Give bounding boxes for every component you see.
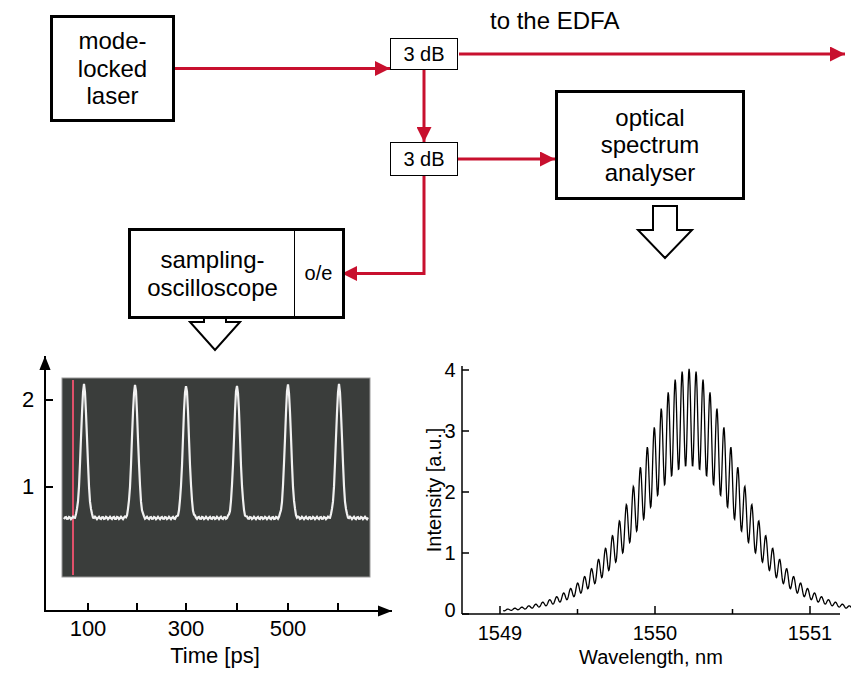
tick bbox=[732, 609, 734, 614]
tick bbox=[462, 613, 469, 615]
axis-tick-label: 0 bbox=[444, 599, 455, 621]
axis-tick-label: 4 bbox=[444, 359, 455, 381]
x-axis bbox=[44, 610, 392, 612]
signal-arrow bbox=[342, 176, 424, 274]
tick bbox=[654, 606, 656, 614]
axis-tick-label: 1 bbox=[444, 542, 455, 564]
laser-box: mode- locked laser bbox=[50, 15, 175, 122]
node-label: mode- locked laser bbox=[63, 27, 163, 110]
tick bbox=[337, 603, 339, 611]
tick bbox=[577, 609, 579, 614]
signal-arrow bbox=[458, 158, 555, 161]
tick bbox=[462, 369, 469, 371]
axis-tick-label: 2 bbox=[22, 388, 34, 412]
axis-tick-label: 3 bbox=[444, 420, 455, 442]
scope-marker bbox=[72, 380, 74, 575]
axis-title: Wavelength, nm bbox=[579, 646, 723, 668]
coupler-box: 3 dB bbox=[390, 38, 458, 70]
converter-box: o/e bbox=[294, 231, 342, 316]
signal-arrow bbox=[175, 67, 390, 70]
axis-tick-label: 2 bbox=[444, 481, 455, 503]
y-axis bbox=[44, 356, 46, 612]
axis-title: Intensity [a.u.] bbox=[423, 428, 445, 553]
tick bbox=[462, 430, 469, 432]
axis-tick-label: 100 bbox=[70, 617, 107, 641]
tick bbox=[45, 399, 53, 401]
node-label: sampling- oscilloscope bbox=[138, 246, 288, 301]
pulse-trace bbox=[64, 384, 368, 519]
tick bbox=[462, 491, 469, 493]
hollow-arrow bbox=[638, 206, 692, 258]
node-label: o/e bbox=[305, 262, 333, 285]
spectrum-trace bbox=[503, 369, 851, 611]
tick bbox=[499, 606, 501, 614]
axis-tick-label: 300 bbox=[168, 617, 205, 641]
tick bbox=[185, 603, 187, 611]
axis-tick-label: 1549 bbox=[478, 622, 523, 644]
axis-tick-label: 1550 bbox=[633, 622, 678, 644]
axis-tick-label: 500 bbox=[270, 617, 307, 641]
output-arrow bbox=[459, 53, 845, 56]
y-axis bbox=[461, 366, 463, 614]
scope-screen bbox=[62, 378, 370, 577]
output-label: to the EDFA bbox=[490, 8, 619, 34]
axis-tick-label: 1551 bbox=[788, 622, 833, 644]
tick bbox=[45, 486, 53, 488]
tick bbox=[462, 552, 469, 554]
tick bbox=[809, 606, 811, 614]
analyser-box: optical spectrum analyser bbox=[555, 90, 745, 200]
axis-ticks bbox=[462, 370, 810, 614]
tick bbox=[87, 603, 89, 611]
signal-arrow bbox=[423, 70, 426, 142]
node-label: optical spectrum analyser bbox=[590, 104, 710, 187]
coupler-box: 3 dB bbox=[390, 142, 458, 176]
tick bbox=[287, 603, 289, 611]
axis-tick-label: 1 bbox=[22, 475, 34, 499]
node-label: 3 dB bbox=[403, 148, 444, 171]
node-label: 3 dB bbox=[403, 43, 444, 66]
x-axis bbox=[462, 613, 840, 615]
tick bbox=[136, 603, 138, 611]
tick bbox=[236, 603, 238, 611]
axis-title: Time [ps] bbox=[170, 644, 260, 668]
oscilloscope-box: sampling- oscilloscope o/e bbox=[128, 228, 345, 319]
